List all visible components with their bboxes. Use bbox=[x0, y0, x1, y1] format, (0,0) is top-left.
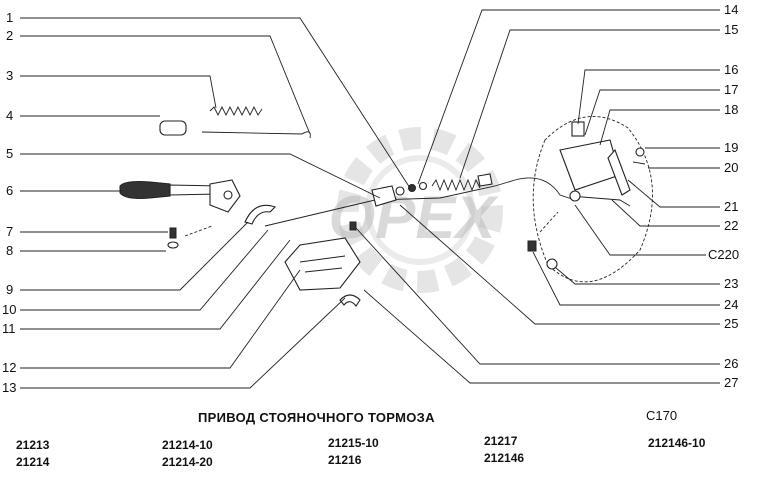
callout-11: 11 bbox=[2, 321, 16, 336]
diagram-code: C170 bbox=[646, 408, 678, 423]
model-code: 21217 bbox=[484, 434, 518, 448]
model-code: 21216 bbox=[328, 453, 362, 467]
equalizer bbox=[371, 173, 493, 207]
model-column: 212146-10 bbox=[648, 435, 705, 452]
hand-brake-lever bbox=[119, 179, 241, 213]
callout-22: 22 bbox=[724, 218, 738, 233]
bolt-and-washer bbox=[527, 240, 558, 270]
model-code: 21214-10 bbox=[162, 438, 213, 452]
model-column: 21214-10 21214-20 bbox=[162, 437, 213, 471]
cotter-pin bbox=[632, 161, 646, 165]
callout-21: 21 bbox=[724, 199, 738, 214]
model-code: 21214-20 bbox=[162, 455, 213, 469]
right-leaders bbox=[355, 9, 720, 384]
rod bbox=[201, 131, 311, 139]
model-column: 21217 212146 bbox=[484, 433, 524, 467]
washer bbox=[167, 241, 179, 249]
model-code: 21215-10 bbox=[328, 436, 379, 450]
callout-27: 27 bbox=[724, 375, 738, 390]
callout-12: 12 bbox=[2, 360, 16, 375]
callout-7: 7 bbox=[6, 224, 13, 239]
pin bbox=[635, 147, 645, 157]
spring bbox=[209, 105, 263, 117]
callout-26: 26 bbox=[724, 356, 738, 371]
callout-19: 19 bbox=[724, 140, 738, 155]
main-cable bbox=[264, 177, 576, 227]
callout-4: 4 bbox=[6, 108, 13, 123]
left-leaders bbox=[20, 17, 411, 389]
cable-end bbox=[569, 190, 581, 202]
callout-3: 3 bbox=[6, 68, 13, 83]
model-code: 21214 bbox=[16, 455, 50, 469]
model-column: 21213 21214 bbox=[16, 437, 49, 471]
callout-16: 16 bbox=[724, 62, 738, 77]
guide-arrow bbox=[539, 211, 559, 233]
callout-15: 15 bbox=[724, 22, 738, 37]
callout-5: 5 bbox=[6, 146, 13, 161]
callout-18: 18 bbox=[724, 102, 738, 117]
callout-9: 9 bbox=[6, 282, 13, 297]
callout-23: 23 bbox=[724, 276, 738, 291]
callout-24: 24 bbox=[724, 297, 738, 312]
model-column: 21215-10 21216 bbox=[328, 435, 379, 469]
callout-14: 14 bbox=[724, 2, 738, 17]
model-code: 212146 bbox=[484, 451, 525, 465]
bolt bbox=[169, 227, 177, 239]
rear-cable bbox=[569, 195, 631, 207]
sleeve bbox=[159, 120, 187, 136]
callout-20: 20 bbox=[724, 160, 738, 175]
heat-shield bbox=[284, 221, 361, 307]
callout-c220: C220 bbox=[708, 247, 739, 262]
callout-17: 17 bbox=[724, 82, 738, 97]
callout-25: 25 bbox=[724, 316, 738, 331]
lever-sector bbox=[244, 204, 277, 225]
callout-1: 1 bbox=[6, 10, 13, 25]
callout-6: 6 bbox=[6, 183, 13, 198]
callout-2: 2 bbox=[6, 28, 13, 43]
right-callouts: 14 15 16 17 18 19 20 21 22 C220 23 24 25… bbox=[708, 2, 739, 390]
model-code: 21213 bbox=[16, 438, 50, 452]
callout-13: 13 bbox=[2, 380, 16, 395]
diagram-title: ПРИВОД СТОЯНОЧНОГО ТОРМОЗА bbox=[198, 410, 435, 425]
callout-10: 10 bbox=[2, 302, 16, 317]
callout-8: 8 bbox=[6, 243, 13, 258]
left-callouts: 1 2 3 4 5 6 7 8 9 10 11 12 13 bbox=[2, 10, 16, 395]
watermark-gear bbox=[337, 127, 503, 293]
model-code: 212146-10 bbox=[648, 436, 706, 450]
brake-shield bbox=[532, 116, 653, 283]
guide-arrow bbox=[184, 225, 213, 237]
